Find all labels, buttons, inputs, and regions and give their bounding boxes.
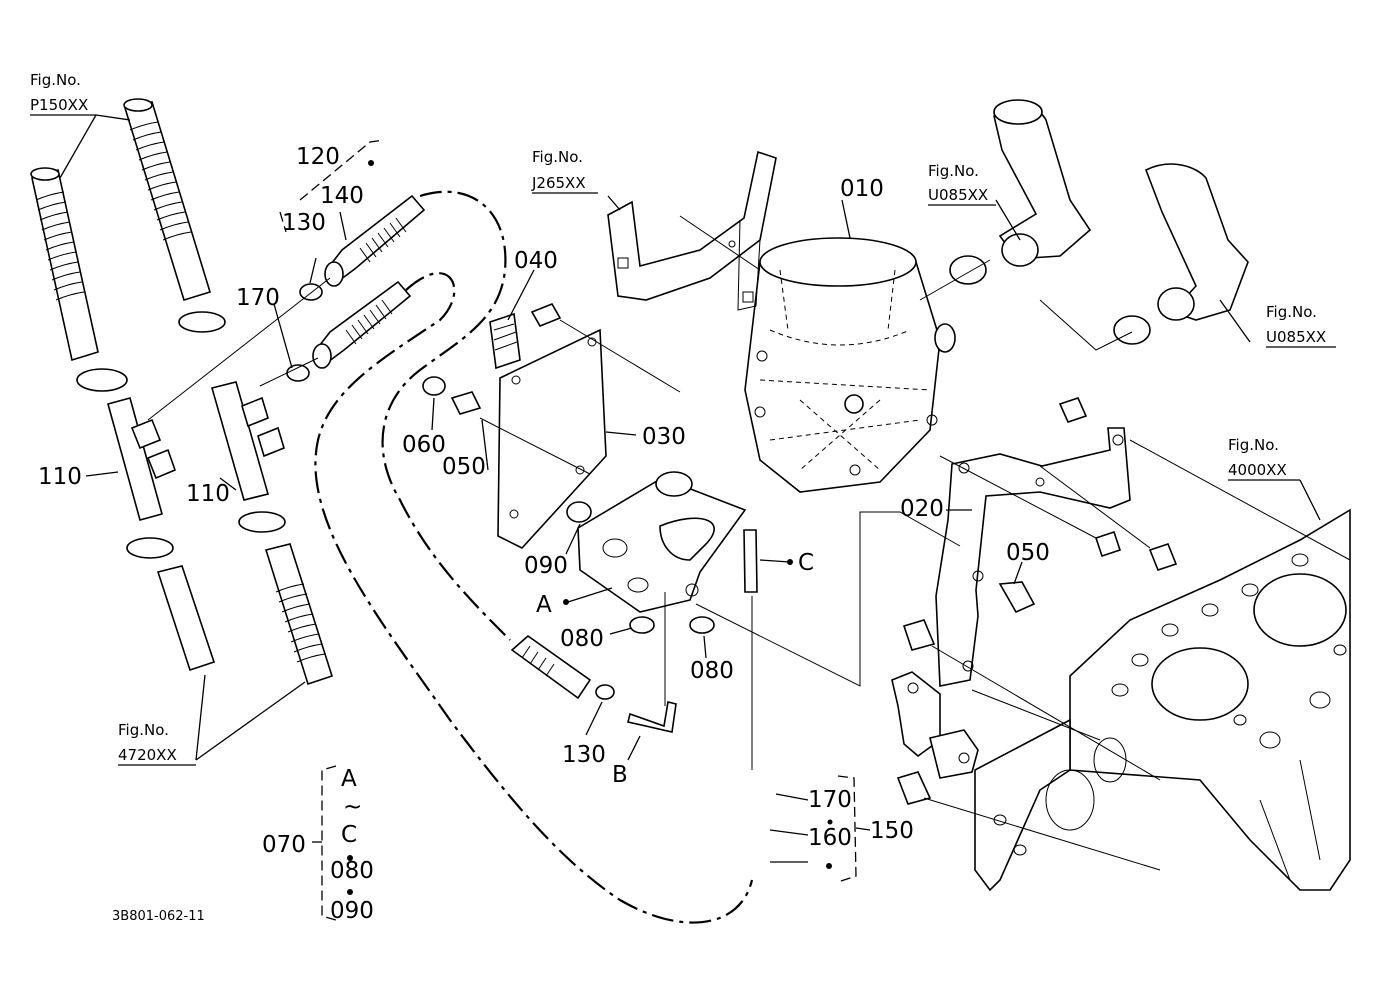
label-c: C xyxy=(798,550,814,576)
engine-block xyxy=(974,508,1351,892)
label-140: 140 xyxy=(320,183,364,209)
kit-070-tilde: ~ xyxy=(343,794,362,820)
hose-left-outer xyxy=(30,167,99,362)
fig-ref-u085-lower-code: U085XX xyxy=(1266,328,1326,346)
hose-lower-left xyxy=(156,565,216,672)
label-010: 010 xyxy=(840,176,884,202)
fig-ref-p150-code: P150XX xyxy=(30,96,88,114)
hose-b xyxy=(627,701,677,733)
cover-040 xyxy=(489,312,521,370)
label-130-upper: 130 xyxy=(282,210,326,236)
fig-ref-4000-title: Fig.No. xyxy=(1228,436,1279,454)
pipe-110-right xyxy=(211,381,285,501)
group-070-bracket xyxy=(321,765,337,921)
heater-cord-lower xyxy=(314,272,754,924)
label-030: 030 xyxy=(642,424,686,450)
dots xyxy=(347,559,832,895)
clamp-upper-left xyxy=(76,311,226,392)
frame-j265 xyxy=(607,150,777,311)
heater-140-upper xyxy=(324,194,426,287)
label-050-left: 050 xyxy=(442,454,486,480)
label-070: 070 xyxy=(262,832,306,858)
heater-connector-mid xyxy=(510,634,615,700)
fig-ref-p150-title: Fig.No. xyxy=(30,71,81,89)
fig-ref-4720-code: 4720XX xyxy=(118,746,177,764)
plate-030 xyxy=(497,328,607,549)
label-120: 120 xyxy=(296,144,340,170)
diagram-code: 3B801-062-11 xyxy=(112,909,205,924)
fig-ref-u085-upper-title: Fig.No. xyxy=(928,162,979,180)
fig-ref-4000-code: 4000XX xyxy=(1228,461,1287,479)
label-080-right: 080 xyxy=(690,658,734,684)
clip-130-upper xyxy=(286,283,323,382)
fig-ref-j265-title: Fig.No. xyxy=(532,148,583,166)
plug-080-a xyxy=(629,616,655,634)
label-080-left: 080 xyxy=(560,626,604,652)
bracket-020 xyxy=(891,427,1131,779)
leader-lines xyxy=(59,114,1351,871)
oring-090 xyxy=(566,501,592,523)
label-040: 040 xyxy=(514,248,558,274)
bolts-030 xyxy=(422,302,562,415)
hose-lower-right xyxy=(264,543,334,686)
label-150: 150 xyxy=(870,818,914,844)
heater-cord-upper xyxy=(381,190,511,641)
label-a: A xyxy=(536,592,552,618)
group-120-bracket xyxy=(279,139,385,233)
heater-lower xyxy=(312,280,412,369)
fig-ref-4720-title: Fig.No. xyxy=(118,721,169,739)
label-060: 060 xyxy=(402,432,446,458)
filter-head xyxy=(577,471,747,613)
hose-left-inner xyxy=(123,98,211,301)
fig-ref-u085-lower-title: Fig.No. xyxy=(1266,303,1317,321)
label-020: 020 xyxy=(900,496,944,522)
label-110-right: 110 xyxy=(186,481,230,507)
label-170-upper: 170 xyxy=(236,285,280,311)
label-090: 090 xyxy=(524,553,568,579)
pipe-u085-upper xyxy=(949,99,1092,285)
fig-ref-u085-upper-code: U085XX xyxy=(928,186,988,204)
kit-070-090: 090 xyxy=(330,898,374,924)
separator-010 xyxy=(744,237,956,493)
clamp-lower xyxy=(126,511,286,559)
group-150-bracket xyxy=(837,775,857,883)
bolts-020 xyxy=(896,397,1178,805)
pipe-110-left xyxy=(107,397,177,521)
label-b: B xyxy=(612,762,628,788)
dot-120 xyxy=(368,160,374,166)
label-110-left: 110 xyxy=(38,464,82,490)
plug-080-b xyxy=(689,616,715,634)
kit-070-a: A xyxy=(341,766,357,792)
fig-ref-j265-code: J265XX xyxy=(531,174,586,192)
pipe-u085-lower xyxy=(1113,163,1249,345)
label-160: 160 xyxy=(808,825,852,851)
label-170-lower: 170 xyxy=(808,787,852,813)
label-130-lower: 130 xyxy=(562,742,606,768)
kit-070-c: C xyxy=(341,822,357,848)
pin-c xyxy=(743,529,758,593)
label-050-right: 050 xyxy=(1006,540,1050,566)
kit-070-080: 080 xyxy=(330,858,374,884)
